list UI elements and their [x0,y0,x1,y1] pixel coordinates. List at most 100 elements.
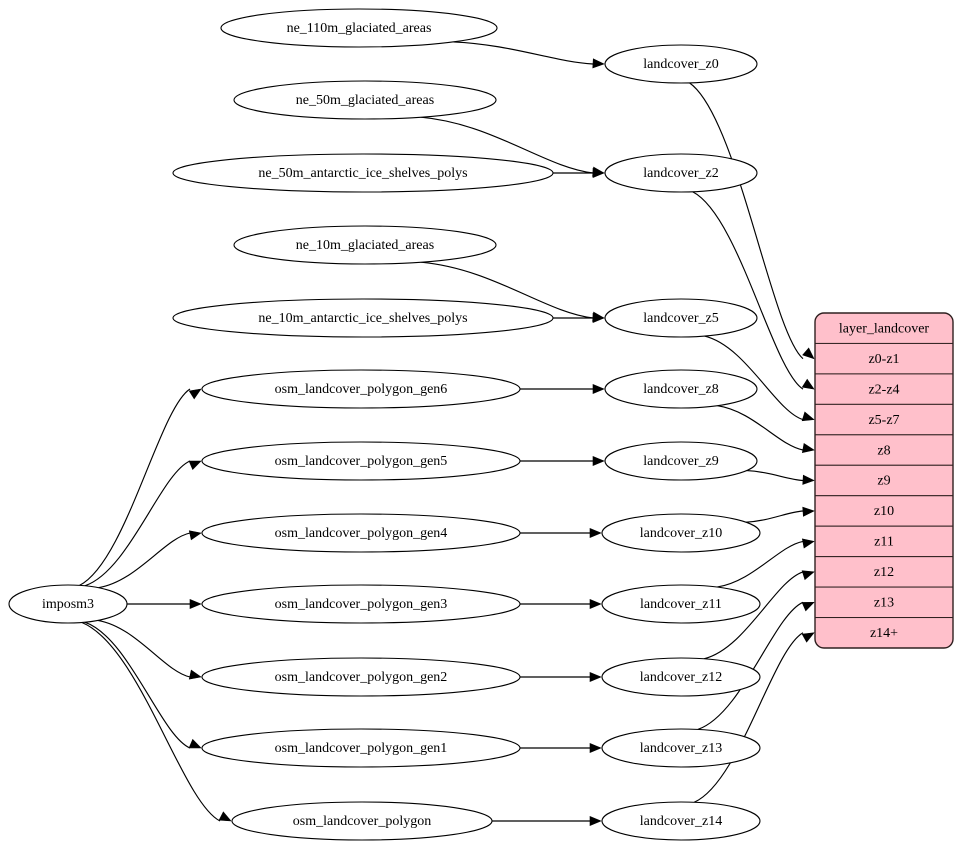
node-label-imposm3: imposm3 [42,597,94,612]
edge-ne_110m_glaciated_areas-to-landcover_z0 [453,41,594,65]
table-row-label-z13: z13 [874,596,894,611]
table-row-cell-z13[interactable] [815,586,953,619]
edge-imposm3-to-osm_landcover_polygon_gen2 [97,619,191,678]
node-ne_50m_antarctic_ice_shelves_polys[interactable]: ne_50m_antarctic_ice_shelves_polys [172,153,554,193]
node-osm_landcover_polygon_gen3[interactable]: osm_landcover_polygon_gen3 [201,584,521,624]
edge-arrowhead [801,632,815,643]
edge-landcover_z5-to-row_z5-z7 [704,335,804,421]
edges-layer [79,41,815,827]
table-row-cell-z12[interactable] [815,556,953,588]
edge-arrowhead [802,347,815,360]
edge-arrowhead [592,312,605,324]
node-label-osm_landcover_polygon_gen1: osm_landcover_polygon_gen1 [275,741,448,756]
node-osm_landcover_polygon_gen5[interactable]: osm_landcover_polygon_gen5 [201,441,521,481]
edge-landcover_z9-to-row_z9 [746,470,804,482]
edge-arrowhead [589,815,602,827]
edge-arrowhead [188,669,202,680]
edge-arrowhead [801,538,815,549]
node-label-landcover_z0: landcover_z0 [643,57,718,72]
node-label-ne_110m_glaciated_areas: ne_110m_glaciated_areas [287,21,432,36]
node-ne_50m_glaciated_areas[interactable]: ne_50m_glaciated_areas [233,80,497,120]
edge-landcover_z0-to-row_z0-z1 [689,82,804,360]
node-landcover_z11[interactable]: landcover_z11 [601,584,761,624]
table-outline [814,312,954,649]
node-label-landcover_z9: landcover_z9 [643,454,718,469]
edge-imposm3-to-osm_landcover_polygon [81,621,221,822]
node-landcover_z0[interactable]: landcover_z0 [604,44,758,84]
node-osm_landcover_polygon_gen1[interactable]: osm_landcover_polygon_gen1 [201,728,521,768]
node-ellipse-ne_110m_glaciated_areas [220,8,498,48]
node-landcover_z5[interactable]: landcover_z5 [604,298,758,338]
node-osm_landcover_polygon[interactable]: osm_landcover_polygon [231,801,493,841]
edge-arrowhead [589,742,602,754]
edge-arrowhead [589,527,602,539]
edge-landcover_z10-to-row_z10 [745,510,804,523]
edge-arrowhead [592,383,605,395]
node-ellipse-osm_landcover_polygon_gen3 [201,584,521,624]
node-ne_10m_antarctic_ice_shelves_polys[interactable]: ne_10m_antarctic_ice_shelves_polys [172,298,554,338]
table-row-label-z0-z1: z0-z1 [868,352,899,367]
node-osm_landcover_polygon_gen6[interactable]: osm_landcover_polygon_gen6 [201,369,521,409]
node-label-osm_landcover_polygon_gen3: osm_landcover_polygon_gen3 [275,597,448,612]
node-ellipse-osm_landcover_polygon_gen5 [201,441,521,481]
edge-arrowhead [188,738,202,749]
edge-arrowhead [802,474,815,485]
node-ellipse-osm_landcover_polygon_gen6 [201,369,521,409]
edge-arrowhead [801,443,815,453]
node-ellipse-osm_landcover_polygon [231,801,493,841]
node-landcover_z13[interactable]: landcover_z13 [601,728,761,768]
node-landcover_z9[interactable]: landcover_z9 [604,441,758,481]
edge-arrowhead [589,598,602,610]
node-label-landcover_z11: landcover_z11 [640,597,722,612]
edge-arrowhead [802,506,815,517]
node-imposm3[interactable]: imposm3 [8,584,128,624]
table-header-label: layer_landcover [839,321,930,336]
node-ne_110m_glaciated_areas[interactable]: ne_110m_glaciated_areas [220,8,498,48]
table-row-label-z12: z12 [874,565,894,580]
edge-landcover_z12-to-row_z12 [703,571,804,660]
edge-arrowhead [188,530,202,541]
node-landcover_z10[interactable]: landcover_z10 [601,513,761,553]
table-row-label-z11: z11 [874,535,894,550]
node-label-ne_10m_antarctic_ice_shelves_polys: ne_10m_antarctic_ice_shelves_polys [258,311,467,326]
node-osm_landcover_polygon_gen4[interactable]: osm_landcover_polygon_gen4 [201,513,521,553]
node-label-landcover_z5: landcover_z5 [643,311,718,326]
edge-arrowhead [589,671,602,683]
node-label-landcover_z12: landcover_z12 [640,670,722,685]
edge-imposm3-to-osm_landcover_polygon_gen4 [98,532,191,589]
node-landcover_z8[interactable]: landcover_z8 [604,369,758,409]
edge-arrowhead [188,388,202,400]
edge-arrowhead [592,167,605,179]
node-landcover_z2[interactable]: landcover_z2 [604,153,758,193]
node-ne_10m_glaciated_areas[interactable]: ne_10m_glaciated_areas [233,225,497,265]
edge-landcover_z2-to-row_z2-z4 [692,191,804,390]
node-ellipse-ne_50m_glaciated_areas [233,80,497,120]
node-label-osm_landcover_polygon_gen4: osm_landcover_polygon_gen4 [275,526,448,541]
node-osm_landcover_polygon_gen2[interactable]: osm_landcover_polygon_gen2 [201,657,521,697]
node-landcover_z14[interactable]: landcover_z14 [601,801,761,841]
node-ellipse-osm_landcover_polygon_gen2 [201,657,521,697]
table-row-label-z9: z9 [877,474,890,489]
table-row-cell-z14+[interactable] [815,617,953,648]
node-label-osm_landcover_polygon_gen5: osm_landcover_polygon_gen5 [275,454,448,469]
node-ellipse-landcover_z8 [604,369,758,409]
edge-imposm3-to-osm_landcover_polygon_gen1 [84,621,191,749]
edge-landcover_z14-to-row_z14+ [693,632,804,803]
table-rows: layer_landcoverz0-z1z2-z4z5-z7z8z9z10z11… [815,313,953,648]
node-label-landcover_z8: landcover_z8 [643,382,718,397]
edge-arrowhead [189,598,202,610]
node-label-landcover_z13: landcover_z13 [640,741,722,756]
edge-arrowhead [592,455,605,467]
node-ellipse-osm_landcover_polygon_gen1 [201,728,521,768]
node-landcover_z12[interactable]: landcover_z12 [601,657,761,697]
edge-arrowhead [188,460,202,471]
edge-imposm3-to-osm_landcover_polygon_gen6 [79,388,191,586]
node-label-osm_landcover_polygon_gen6: osm_landcover_polygon_gen6 [275,382,448,397]
edge-landcover_z13-to-row_z13 [697,601,804,730]
edge-arrowhead [801,411,815,422]
table-row-label-z14+: z14+ [870,626,898,641]
nodes-layer: ne_110m_glaciated_areas ne_50m_glaciated_… [8,8,761,841]
edge-imposm3-to-osm_landcover_polygon_gen5 [84,460,191,587]
